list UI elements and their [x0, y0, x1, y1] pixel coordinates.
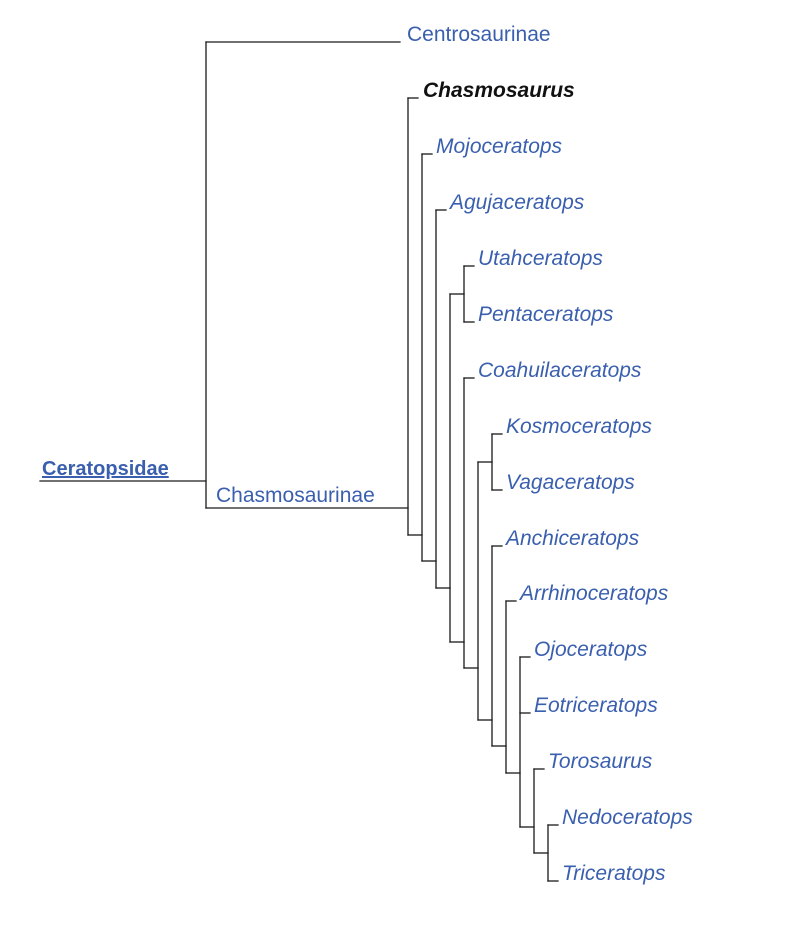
taxon-agujaceratops[interactable]: Agujaceratops: [450, 191, 585, 214]
taxon-utahceratops[interactable]: Utahceratops: [478, 247, 603, 270]
taxon-chasmosaurinae[interactable]: Chasmosaurinae: [216, 484, 375, 507]
taxon-torosaurus[interactable]: Torosaurus: [548, 750, 653, 773]
taxon-kosmoceratops[interactable]: Kosmoceratops: [506, 415, 652, 438]
taxon-pentaceratops[interactable]: Pentaceratops: [478, 303, 614, 326]
taxon-ojoceratops[interactable]: Ojoceratops: [534, 638, 648, 661]
taxon-coahuilaceratops[interactable]: Coahuilaceratops: [478, 359, 642, 382]
taxon-triceratops[interactable]: Triceratops: [562, 862, 666, 885]
taxon-nedoceratops[interactable]: Nedoceratops: [562, 806, 693, 829]
taxon-mojoceratops[interactable]: Mojoceratops: [436, 135, 563, 158]
taxon-eotriceratops[interactable]: Eotriceratops: [534, 694, 658, 717]
root-taxon-ceratopsidae[interactable]: Ceratopsidae: [42, 458, 169, 480]
taxon-anchiceratops[interactable]: Anchiceratops: [506, 527, 640, 550]
taxon-arrhinoceratops[interactable]: Arrhinoceratops: [520, 582, 669, 605]
taxon-centrosaurinae[interactable]: Centrosaurinae: [407, 23, 551, 46]
taxon-chasmosaurus: Chasmosaurus: [423, 79, 575, 102]
taxon-vagaceratops[interactable]: Vagaceratops: [506, 471, 635, 494]
